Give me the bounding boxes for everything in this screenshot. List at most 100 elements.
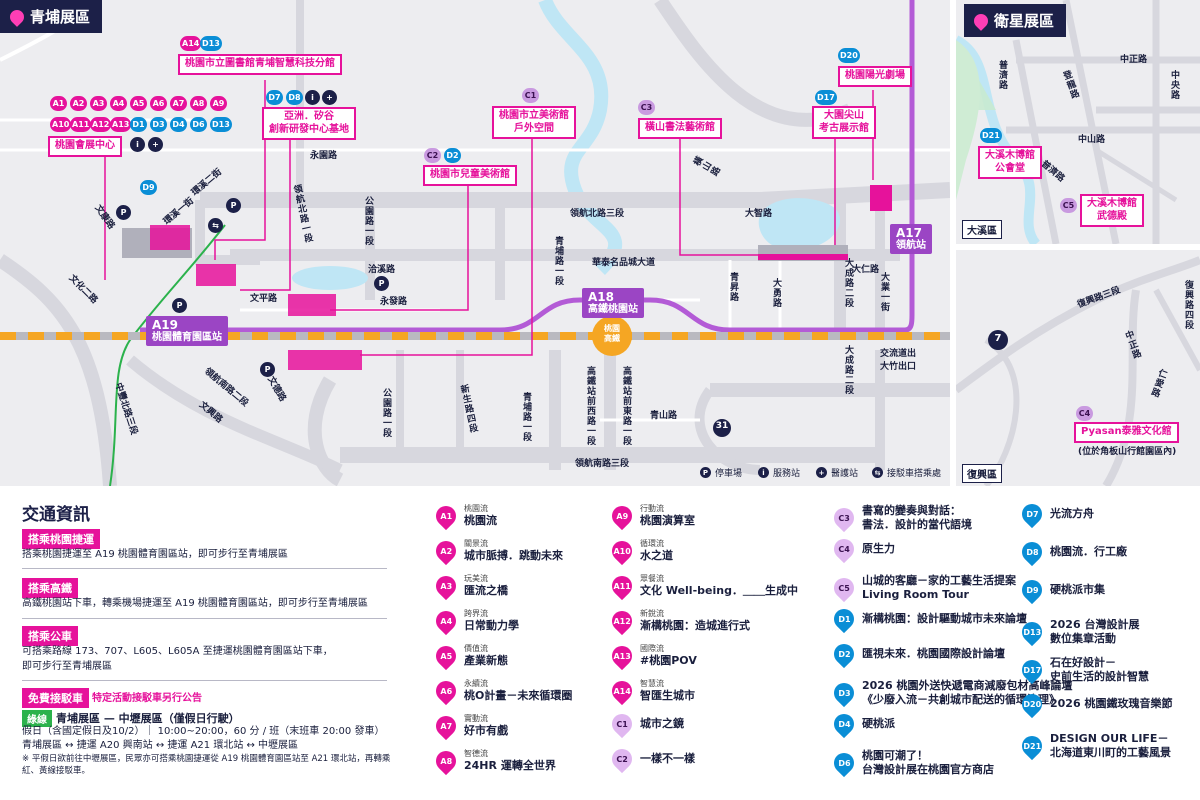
exhibit-text: 硬桃派市集 — [1050, 583, 1105, 597]
label-pyasan-text: Pyasan泰雅文化館 — [1081, 426, 1172, 437]
road-v-dacheng2: 大成路二段 — [843, 345, 853, 395]
exhibit-name: 石在好設計－ 史前生活的設計智慧 — [1050, 656, 1149, 683]
exhibit-text: 實動流好市有戲 — [464, 714, 508, 738]
exhibit-name: 24HR 運轉全世界 — [464, 759, 556, 772]
station-a19[interactable]: A19 桃園體育園區站 — [146, 316, 228, 347]
satellite-title-text: 衛星展區 — [994, 12, 1055, 30]
exhibit-code: C3 — [838, 513, 850, 523]
badge-a3: A3 — [90, 96, 107, 111]
road-v-qingfu: 青昇路 — [728, 272, 738, 302]
road-r6: 洽溪路 — [368, 265, 396, 275]
hsr-station-label: 桃園 高鐵 — [604, 324, 620, 343]
exhibit-code-icon: D3 — [829, 678, 859, 707]
badge-a13: A13 — [110, 117, 132, 132]
exhibit-text: 2026 桃園鐵玫瑰音樂節 — [1050, 697, 1172, 711]
parking-icon-2: P — [226, 198, 241, 213]
station-a18[interactable]: A18 高鐵桃園站 — [582, 288, 644, 319]
label-asia[interactable]: 亞洲．矽谷 創新研發中心基地 — [262, 107, 356, 140]
badge-d3: D3 — [150, 117, 167, 132]
road-r2: 大智路 — [745, 209, 773, 219]
road-n-zhongzheng: 中正路 — [1120, 55, 1148, 65]
shuttle-icon-map: ⇆ — [208, 218, 223, 233]
medical-icon: + — [148, 137, 163, 152]
exhibit-name: 山城的客廳－家的工藝生活提案 Living Room Tour — [862, 574, 1016, 601]
exhibit-name: 2026 台灣設計展 數位集章活動 — [1050, 618, 1140, 645]
exhibit-code-icon: A11 — [607, 571, 637, 601]
district-daxi: 大溪區 — [962, 220, 1002, 239]
badge-a4: A4 — [110, 96, 127, 111]
district-fuxing: 復興區 — [962, 464, 1002, 483]
exhibit-code: A4 — [440, 616, 452, 626]
qingpu-title-text: 青埔展區 — [30, 8, 91, 26]
label-calligraphy-text: 橫山書法藝術館 — [645, 122, 715, 133]
exhibit-text: 山城的客廳－家的工藝生活提案 Living Room Tour — [862, 574, 1016, 602]
badge-c5: C5 — [1060, 198, 1077, 213]
badge-d13: D13 — [200, 36, 222, 51]
road-v-gaotie-w: 高鐵站前西路一段 — [585, 366, 595, 446]
exhibit-code-icon: A9 — [607, 501, 637, 531]
bus-head: 搭乘公車 — [22, 626, 78, 646]
label-museum1[interactable]: 大溪木博館 公會堂 — [978, 146, 1042, 179]
exhibit-sub: 智德流 — [464, 749, 488, 758]
label-children-text: 桃園市兒童美術館 — [430, 169, 510, 180]
road-r5: 永園路 — [310, 151, 338, 161]
exhibit-text: 硬桃派 — [862, 717, 895, 731]
badge-d17: D17 — [815, 90, 837, 105]
label-pyasan[interactable]: Pyasan泰雅文化館 — [1074, 422, 1179, 443]
exhibit-name: 日常動力學 — [464, 619, 519, 632]
badge-c3: C3 — [638, 100, 655, 115]
exhibit-code: D3 — [837, 688, 851, 698]
exhibit-sub: 永續流 — [464, 679, 488, 688]
exhibit-sub: 桃園流 — [464, 504, 488, 513]
label-children[interactable]: 桃園市兒童美術館 — [423, 165, 517, 186]
exhibit-code: D20 — [1023, 699, 1041, 709]
label-museum2[interactable]: 大溪木博館 武德殿 — [1080, 194, 1144, 227]
label-asia-text: 亞洲．矽谷 創新研發中心基地 — [269, 111, 349, 135]
legend-shuttle: ⇆接駁車搭乘處 — [872, 466, 941, 479]
exhibit-code: A10 — [613, 546, 631, 556]
exhibit-sub: 智慧流 — [640, 679, 664, 688]
shuttle-note: 特定活動接駁車另行公告 — [92, 693, 202, 704]
exhibit-code: A5 — [440, 651, 452, 661]
label-convention[interactable]: 桃園會展中心 — [48, 136, 122, 157]
badge-a7: A7 — [170, 96, 187, 111]
badge-a8: A8 — [190, 96, 207, 111]
road-v-gongyuan2: 公園路一段 — [381, 388, 391, 438]
label-library[interactable]: 桃園市立圖書館青埔智慧科技分館 — [178, 54, 342, 75]
badge-a6: A6 — [150, 96, 167, 111]
satellite-title: 衛星展區 — [964, 4, 1067, 37]
exhibit-code: A6 — [440, 686, 452, 696]
road-r9: 青山路 — [650, 411, 678, 421]
exhibit-code-icon: C5 — [829, 573, 859, 602]
info-icon-asia: i — [305, 90, 320, 105]
station-a17[interactable]: A17 領航站 — [890, 224, 932, 255]
label-convention-text: 桃園會展中心 — [55, 140, 115, 151]
exhibit-code-icon: D7 — [1017, 499, 1047, 529]
badge-a14: A14 — [180, 36, 202, 51]
green-title: 青埔展區 — 中壢展區（僅假日行駛） — [56, 712, 240, 725]
badge-d13: D13 — [210, 117, 232, 132]
exhibit-sub: 跨界流 — [464, 609, 488, 618]
exhibit-code: A3 — [440, 581, 452, 591]
label-art[interactable]: 桃園市立美術館 戶外空間 — [492, 106, 576, 139]
badge-d6: D6 — [190, 117, 207, 132]
label-daguan[interactable]: 大園尖山 考古展示館 — [812, 106, 876, 139]
exhibit-text: 漸構桃園：設計驅動城市未來論壇 — [862, 612, 1027, 626]
label-theater[interactable]: 桃園陽光劇場 — [838, 66, 912, 87]
exhibit-code: D2 — [837, 649, 851, 659]
label-calligraphy[interactable]: 橫山書法藝術館 — [638, 118, 722, 139]
exhibit-name: 光流方舟 — [1050, 507, 1094, 521]
exhibit-code: A13 — [613, 651, 631, 661]
road-v-dacheng: 大成路二段 — [843, 258, 853, 308]
road-r11: 交流道出 大竹出口 — [880, 349, 917, 372]
road-r4: 大仁路 — [852, 265, 880, 275]
